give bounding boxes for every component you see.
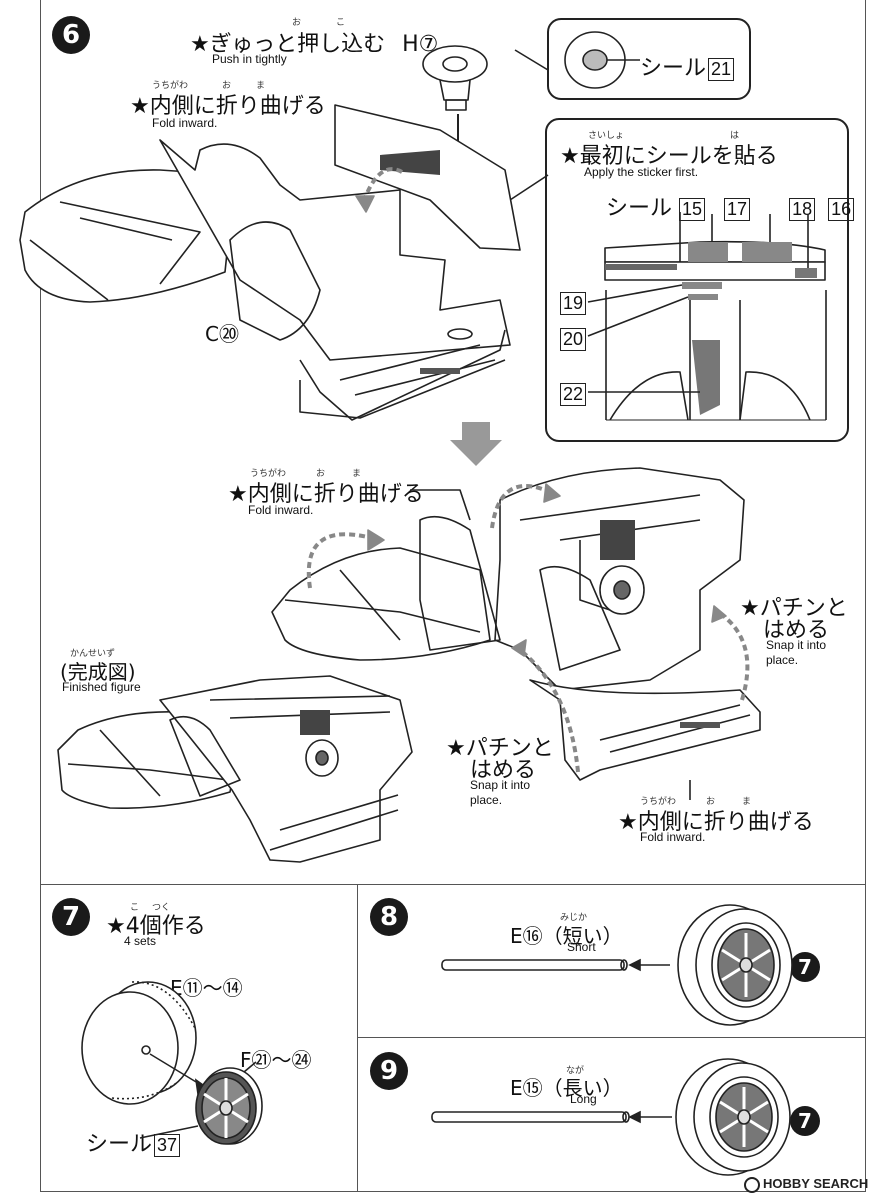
tire-parts-label: E⑪～⑭ bbox=[170, 976, 243, 1000]
ruby-step7-a: こ bbox=[130, 903, 140, 913]
snap-bottom-jp-2: はめる bbox=[470, 758, 537, 783]
axle-short-label: E⑯（短い） bbox=[510, 924, 623, 948]
make-four-jp: ★4個作る bbox=[106, 914, 206, 939]
sticker-first-en: Apply the sticker first. bbox=[584, 165, 699, 179]
watermark-logo-icon bbox=[744, 1176, 760, 1193]
snap-right-en-1: Snap it into bbox=[766, 638, 827, 652]
fold-inward-1-jp: ★内側に折り曲げる bbox=[130, 94, 326, 119]
sticker-numbers-row: シール 15 17 18 16 bbox=[606, 190, 855, 222]
chassis-top-drawing bbox=[19, 104, 521, 421]
long-axle bbox=[431, 1110, 672, 1124]
wheel-step8 bbox=[677, 904, 793, 1026]
ruby-fold3-c: ま bbox=[742, 797, 752, 807]
snap-right-en-2: place. bbox=[766, 653, 799, 667]
ruby-fold2-a: うちがわ bbox=[250, 469, 287, 479]
ruby-fold3-a: うちがわ bbox=[640, 797, 677, 807]
wheel-step9 bbox=[675, 1058, 791, 1176]
ruby-fold2-c: ま bbox=[352, 469, 362, 479]
ruby-fold1-b: お bbox=[222, 81, 232, 91]
axle-long-label: E⑮（長い） bbox=[510, 1076, 623, 1100]
ruby-sticker-b: は bbox=[730, 131, 740, 141]
fold-inward-3-en: Fold inward. bbox=[640, 830, 706, 844]
sticker-20: 20 bbox=[560, 328, 587, 351]
step9-panel bbox=[357, 1037, 866, 1192]
dashboard-sticker-diagram bbox=[587, 212, 827, 421]
wheel-parts-label: F㉑～㉔ bbox=[240, 1048, 312, 1072]
ruby-sticker-a: さいしょ bbox=[588, 131, 625, 141]
axle-long-en: Long bbox=[570, 1092, 597, 1106]
ruby-fold1-a: うちがわ bbox=[152, 81, 189, 91]
sticker-16: 16 bbox=[828, 198, 855, 221]
snap-right-jp-2: はめる bbox=[763, 618, 830, 643]
snap-bottom-en-2: place. bbox=[470, 793, 503, 807]
sticker-19: 19 bbox=[560, 292, 587, 315]
sticker-first-jp: ★最初にシールを貼る bbox=[560, 144, 778, 169]
fold-inward-1-en: Fold inward. bbox=[152, 116, 218, 130]
step-number-9: 9 bbox=[370, 1052, 408, 1090]
ruby-step8: みじか bbox=[560, 913, 588, 923]
ref-step-7-b: 7 bbox=[790, 1106, 820, 1136]
finished-figure-drawing bbox=[57, 675, 413, 863]
sticker-18: 18 bbox=[789, 198, 816, 221]
ruby-step7-b: つく bbox=[152, 903, 171, 913]
big-down-arrow bbox=[450, 422, 502, 466]
chassis-middle-drawing bbox=[271, 467, 761, 781]
short-axle bbox=[441, 958, 670, 972]
sticker-21-callout bbox=[547, 18, 751, 100]
wheel-sticker-thumbnail bbox=[564, 31, 640, 89]
ruby-fold3-b: お bbox=[706, 797, 716, 807]
fold-inward-2-en: Fold inward. bbox=[248, 503, 314, 517]
ruby-step9: なが bbox=[566, 1066, 585, 1076]
steering-wheel-part bbox=[422, 45, 488, 111]
finished-figure-en: Finished figure bbox=[62, 680, 141, 694]
push-in-english: Push in tightly bbox=[212, 52, 287, 66]
ref-step-7-a: 7 bbox=[790, 952, 820, 982]
tire-drawing bbox=[81, 981, 212, 1105]
snap-right-jp-1: ★パチンと bbox=[740, 596, 848, 621]
snap-bottom-en-1: Snap it into bbox=[470, 778, 531, 792]
fold-inward-3-jp: ★内側に折り曲げる bbox=[618, 810, 814, 835]
axle-short-en: Short bbox=[567, 940, 596, 954]
fold-inward-2-jp: ★内側に折り曲げる bbox=[228, 482, 424, 507]
part-c20-label: C⑳ bbox=[205, 322, 239, 346]
ruby-push-2: こ bbox=[336, 18, 346, 28]
step-number-8: 8 bbox=[370, 898, 408, 936]
step-number-6: 6 bbox=[52, 16, 90, 54]
ruby-fold1-c: ま bbox=[256, 81, 266, 91]
ruby-finished: かんせいず bbox=[70, 649, 116, 659]
sticker-15: 15 bbox=[679, 198, 706, 221]
watermark: HOBBY SEARCH bbox=[744, 1176, 868, 1193]
finished-figure-jp: (完成図) bbox=[60, 660, 136, 684]
snap-bottom-jp-1: ★パチンと bbox=[446, 736, 554, 761]
sticker-22: 22 bbox=[560, 383, 587, 406]
make-four-en: 4 sets bbox=[124, 934, 157, 948]
ruby-fold2-b: お bbox=[316, 469, 326, 479]
step-number-7: 7 bbox=[52, 898, 90, 936]
wheel-rim-drawing bbox=[139, 1061, 263, 1145]
ruby-push: お bbox=[292, 18, 302, 28]
sticker-17: 17 bbox=[724, 198, 751, 221]
